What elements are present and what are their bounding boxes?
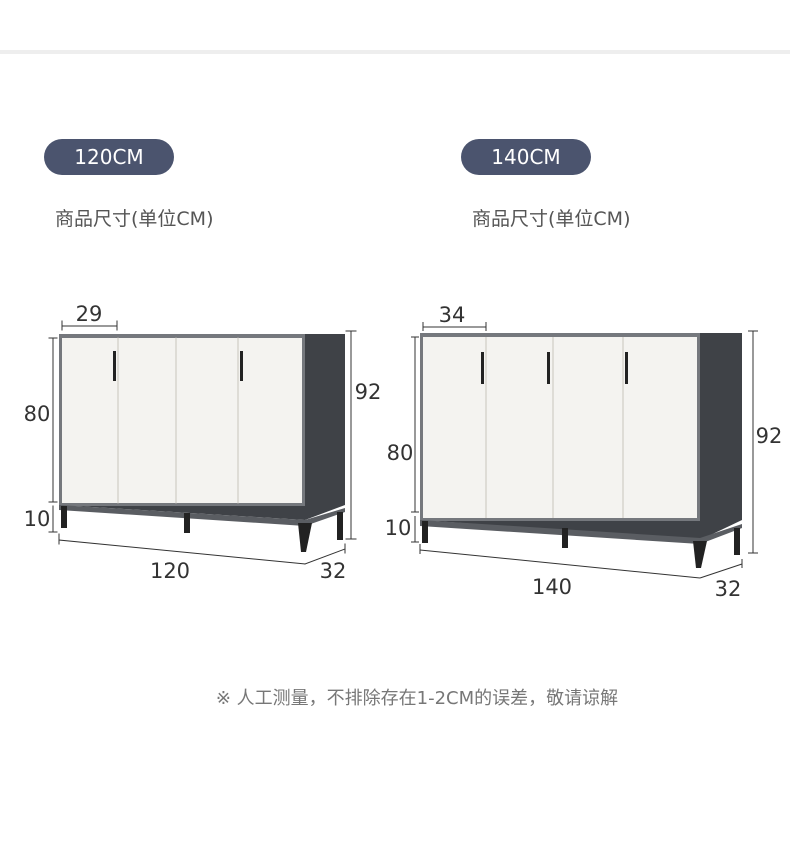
width-label-140: 140	[531, 575, 573, 599]
door-width-label-120: 29	[75, 302, 103, 326]
door-height-label-120: 80	[23, 402, 51, 426]
size-badge-120: 120CM	[44, 139, 174, 175]
subtitle-140: 商品尺寸(单位CM)	[472, 208, 631, 230]
cabinet-120	[48, 320, 357, 565]
leg-height-label-140: 10	[384, 516, 412, 540]
total-height-label-140: 92	[755, 424, 783, 448]
size-badge-140: 140CM	[461, 139, 591, 175]
subtitle-120: 商品尺寸(单位CM)	[55, 208, 214, 230]
depth-label-120: 32	[319, 559, 347, 583]
width-label-120: 120	[149, 559, 191, 583]
leg-height-label-120: 10	[23, 507, 51, 531]
total-height-label-120: 92	[354, 380, 382, 404]
depth-label-140: 32	[714, 577, 742, 601]
top-divider	[0, 50, 790, 54]
cabinet-140	[411, 322, 758, 579]
door-width-label-140: 34	[438, 303, 466, 327]
door-height-label-140: 80	[386, 441, 414, 465]
measurement-disclaimer: ※ 人工测量，不排除存在1-2CM的误差，敬请谅解	[215, 688, 619, 709]
